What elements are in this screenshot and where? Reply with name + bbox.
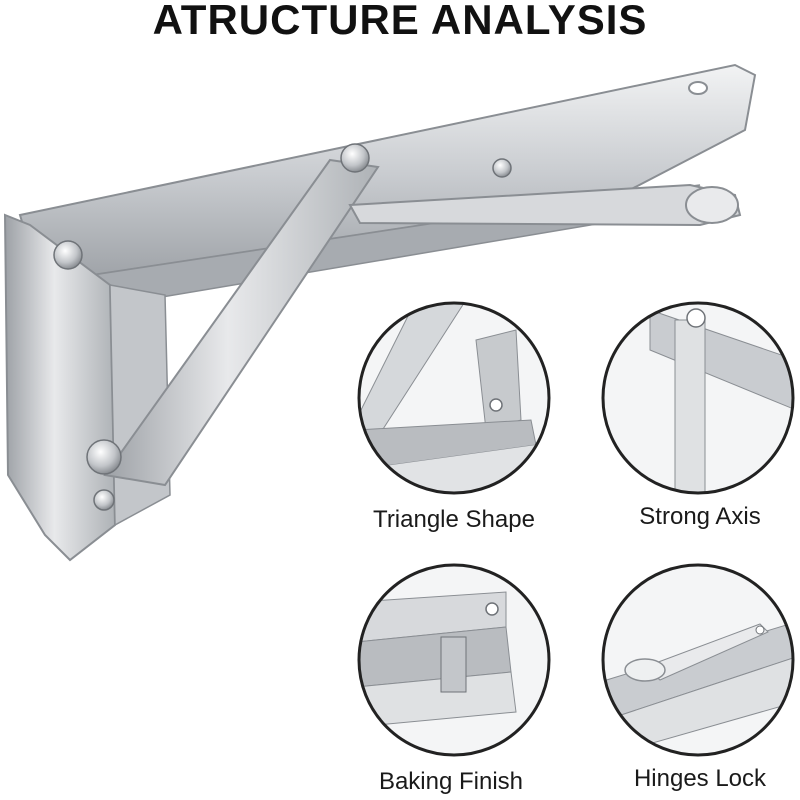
folding-bracket-illustration — [3, 63, 757, 562]
detail-hinges-lock — [600, 562, 796, 758]
caption-baking-finish: Baking Finish — [378, 768, 524, 795]
caption-hinges-lock: Hinges Lock — [633, 765, 767, 792]
page-title: ATRUCTURE ANALYSIS — [152, 0, 648, 43]
detail-triangle-shape — [356, 300, 552, 496]
caption-strong-axis: Strong Axis — [639, 503, 761, 530]
detail-strong-axis — [600, 300, 796, 496]
lock-closeup-icon — [601, 563, 795, 757]
triangle-bracket-closeup-icon — [357, 301, 551, 495]
detail-baking-finish — [356, 562, 552, 758]
axis-closeup-icon — [601, 301, 795, 495]
finish-closeup-icon — [357, 563, 551, 757]
caption-triangle-shape: Triangle Shape — [373, 506, 535, 533]
